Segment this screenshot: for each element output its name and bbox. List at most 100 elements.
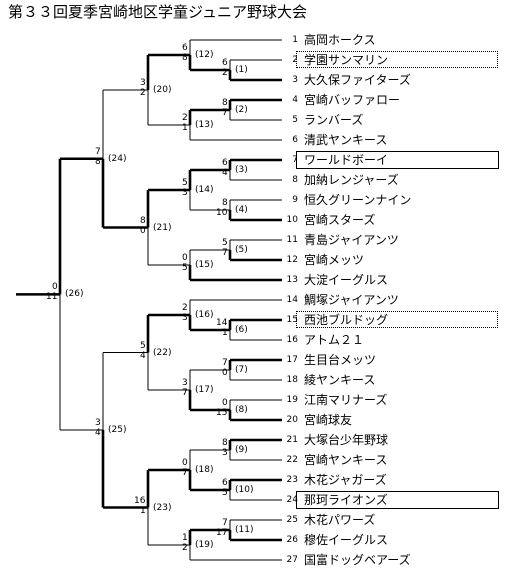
score-upper: 8	[222, 98, 228, 108]
score-lower: 1	[140, 505, 146, 516]
team-number: 19	[286, 395, 298, 405]
score-lower: 7	[222, 248, 228, 258]
team-name: 鯛塚ジャイアンツ	[304, 293, 399, 307]
team-row: 17 生目台メッツ	[282, 351, 504, 369]
team-name: 生目台メッツ	[304, 353, 377, 367]
score-lower: 4	[140, 350, 146, 361]
team-name: アトム２１	[304, 333, 365, 347]
team-name: 大久保ファイターズ	[304, 73, 411, 87]
team-name: 木花パワーズ	[304, 513, 376, 527]
score-lower: 3	[182, 188, 188, 198]
team-name: 那珂ライオンズ	[304, 493, 388, 507]
match-number: (9)	[235, 445, 248, 455]
match-number: (21)	[153, 222, 172, 233]
match-number: (23)	[153, 502, 172, 513]
score-upper: 8	[140, 215, 146, 226]
match-number: (4)	[235, 205, 248, 215]
team-name: 宮崎スターズ	[304, 213, 376, 227]
score-upper: 0	[182, 458, 188, 468]
score-upper: 0	[222, 398, 228, 408]
team-number: 9	[292, 195, 298, 205]
team-row: 23 木花ジャガーズ	[282, 471, 504, 489]
highlight-box-solid	[296, 151, 499, 169]
highlight-box-dotted	[296, 51, 498, 68]
score-upper: 16	[134, 495, 146, 506]
match-number: (6)	[235, 325, 248, 335]
score-lower: 2	[222, 68, 228, 78]
score-upper: 0	[182, 253, 188, 263]
team-number: 17	[286, 355, 298, 365]
score-upper: 5	[140, 340, 146, 351]
match-number: (11)	[235, 525, 254, 535]
match-number: (25)	[108, 425, 127, 435]
score-upper: 6	[222, 58, 228, 68]
score-lower: 10	[216, 208, 228, 218]
team-number: 13	[286, 275, 298, 285]
score-upper: 1	[182, 533, 188, 543]
score-lower: 8	[182, 53, 188, 63]
match-number: (13)	[195, 120, 214, 130]
highlight-box-solid	[296, 491, 499, 509]
team-number: 21	[286, 435, 298, 445]
match-number: (1)	[235, 65, 248, 75]
team-number: 10	[286, 215, 298, 225]
team-row: 15 西池ブルドッグ	[282, 311, 504, 329]
score-upper: 7	[222, 358, 228, 368]
team-name: 宮崎ヤンキース	[304, 453, 388, 467]
team-name: 木花ジャガーズ	[304, 473, 387, 487]
team-number: 3	[292, 75, 298, 85]
team-number: 14	[286, 295, 298, 305]
score-upper: 7	[95, 146, 101, 157]
score-lower: 7	[182, 468, 188, 478]
team-row: 10 宮崎スターズ	[282, 211, 504, 229]
score-lower: 2	[182, 543, 188, 553]
score-upper: 2	[182, 113, 188, 123]
match-number: (16)	[195, 310, 214, 320]
team-number: 23	[286, 475, 298, 485]
team-name: 穆佐イーグルス	[304, 533, 389, 547]
team-number: 11	[286, 235, 298, 245]
match-number: (15)	[195, 260, 214, 270]
team-name: 宮崎バッファロー	[304, 93, 401, 107]
score-upper: 2	[182, 303, 188, 313]
team-number: 18	[286, 375, 298, 385]
score-upper: 0	[52, 282, 58, 293]
team-name: 西池ブルドッグ	[304, 313, 389, 327]
team-name: 学園サンマリン	[304, 53, 389, 67]
team-row: 21 大塚台少年野球	[282, 431, 504, 449]
match-number: (5)	[235, 245, 248, 255]
score-lower: 3	[182, 313, 188, 323]
match-number: (19)	[195, 540, 214, 550]
team-name: 宮崎球友	[304, 413, 353, 427]
team-row: 14 鯛塚ジャイアンツ	[282, 291, 504, 309]
team-number: 27	[286, 555, 298, 565]
match-number: (12)	[195, 50, 214, 60]
team-name: 大塚台少年野球	[304, 433, 389, 447]
team-number: 4	[292, 95, 298, 105]
score-upper: 3	[182, 378, 188, 388]
team-number: 15	[286, 315, 298, 325]
score-upper: 5	[222, 238, 228, 248]
match-number: (7)	[235, 365, 248, 375]
team-number: 7	[292, 155, 298, 165]
team-number: 26	[286, 535, 298, 545]
match-number: (14)	[195, 185, 214, 195]
score-lower: 5	[182, 263, 188, 273]
score-upper: 3	[140, 78, 146, 88]
score-lower: 0	[140, 225, 146, 236]
score-lower: 17	[216, 528, 228, 538]
team-name: 宮崎メッツ	[304, 253, 365, 267]
team-number: 1	[292, 35, 298, 45]
score-upper: 6	[222, 478, 228, 488]
